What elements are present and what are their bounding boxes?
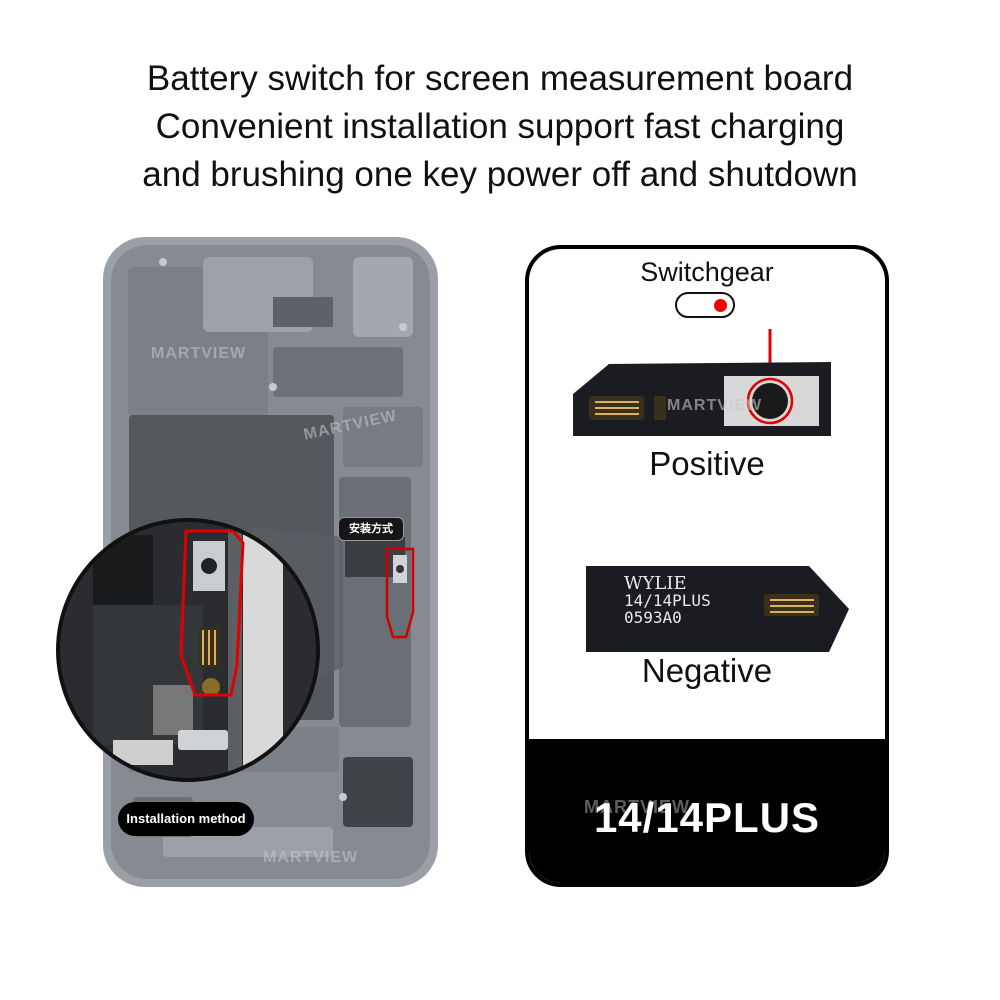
card-footer bbox=[529, 739, 885, 883]
headline-line-1: Battery switch for screen measurement bo… bbox=[146, 59, 854, 98]
flex-model: 14/14PLUS bbox=[624, 591, 711, 610]
zoom-magnifier bbox=[56, 518, 320, 782]
installation-method-label: Installation method bbox=[118, 802, 254, 836]
switchgear-label: Switchgear bbox=[640, 257, 774, 287]
model-label: 14/14PLUS bbox=[593, 794, 821, 841]
flex-code: 0593A0 bbox=[624, 608, 682, 627]
watermark-card-2: MARTVIEW bbox=[584, 797, 690, 817]
flex-print: WYLIE 14/14PLUS 0593A0 bbox=[624, 573, 711, 627]
negative-label: Negative bbox=[641, 652, 773, 689]
headline-line-3: and brushing one key power off and shutd… bbox=[142, 155, 858, 194]
switch-toggle-icon bbox=[675, 292, 735, 318]
positive-label: Positive bbox=[649, 445, 765, 482]
negative-flex-image bbox=[586, 566, 849, 652]
watermark-3: MARTVIEW bbox=[263, 849, 359, 866]
flex-brand: WYLIE bbox=[624, 573, 687, 594]
watermark-1: MARTVIEW bbox=[151, 345, 247, 362]
positive-flex-image bbox=[573, 329, 831, 436]
watermark-card-1: MARTVIEW bbox=[667, 397, 763, 414]
phone-internals-image: MARTVIEW MARTVIEW MARTVIEW bbox=[56, 237, 438, 887]
headline: Battery switch for screen measurement bo… bbox=[0, 55, 1000, 199]
product-card: Switchgear MARTVIEW Positive WYLIE 14/14… bbox=[525, 245, 889, 887]
toggle-knob bbox=[714, 299, 727, 312]
headline-line-2: Convenient installation support fast cha… bbox=[155, 107, 845, 146]
installation-badge-cn: 安装方式 bbox=[338, 517, 404, 541]
